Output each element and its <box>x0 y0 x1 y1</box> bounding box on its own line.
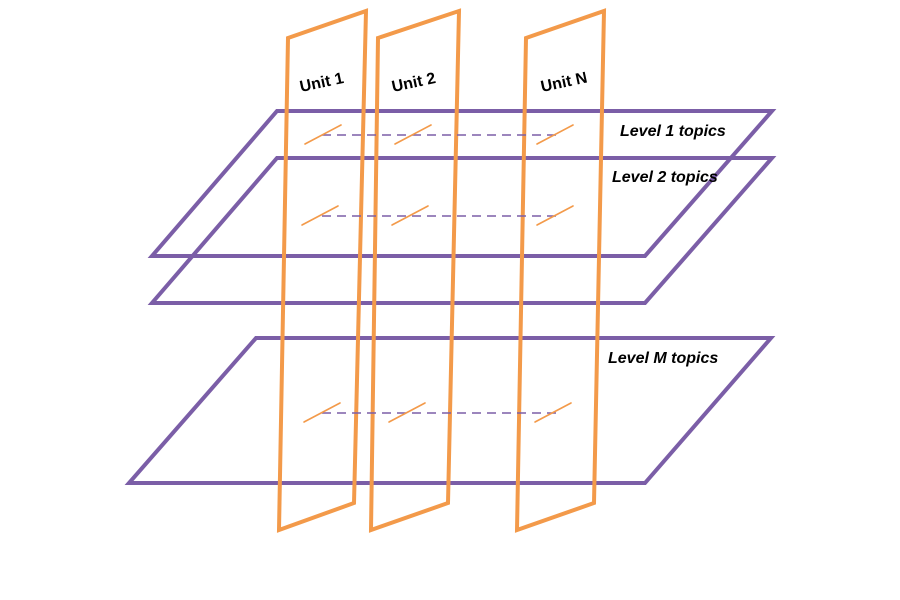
level-1-topic-links <box>304 124 574 145</box>
level-plane-2 <box>147 156 777 305</box>
level-label-2: Level 2 topics <box>612 169 718 186</box>
unit-label-2: Unit 2 <box>390 70 437 96</box>
level-2-unit-n-tick <box>536 205 574 226</box>
unit-plane-2 <box>368 8 462 533</box>
level-2-unit-1-tick <box>301 205 339 226</box>
level-m-topic-links <box>303 402 572 423</box>
level-1-unit-n-tick <box>536 124 574 145</box>
level-1-unit-1-tick <box>304 124 342 145</box>
level-m-unit-n-tick <box>534 402 572 423</box>
level-label-1: Level 1 topics <box>620 123 726 140</box>
level-m-unit-1-tick <box>303 402 341 423</box>
level-label-m: Level M topics <box>608 350 718 367</box>
level-2-unit-2-tick <box>391 205 429 226</box>
level-plane-1 <box>147 109 777 258</box>
level-1-unit-2-tick <box>394 124 432 145</box>
level-2-topic-links <box>301 205 574 226</box>
unit-plane-n <box>514 8 607 533</box>
unit-label-1: Unit 1 <box>298 70 345 96</box>
level-m-unit-2-tick <box>388 402 426 423</box>
unit-label-n: Unit N <box>539 69 589 95</box>
unit-plane-1 <box>276 8 369 533</box>
